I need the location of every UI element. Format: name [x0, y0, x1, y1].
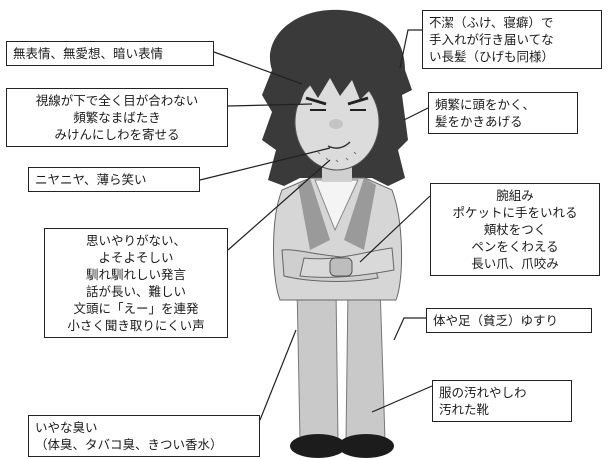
leader-speech	[227, 159, 331, 251]
mouth	[327, 141, 351, 149]
leader-gaze	[227, 103, 313, 107]
leg-right	[345, 284, 386, 441]
nose	[329, 119, 343, 129]
label-gaze: 視線が下で全く目が合わない 頻繁なまばたき みけんにしわを寄せる	[6, 88, 228, 147]
label-scratch: 頻繁に頭をかく、 髪をかきあげる	[428, 92, 578, 134]
leader-expression	[213, 51, 303, 85]
leader-smirk	[199, 147, 331, 181]
stubble	[317, 151, 357, 163]
hand-left	[329, 257, 353, 277]
leader-hair	[399, 29, 422, 69]
leader-scratch	[403, 107, 429, 121]
leader-clothes	[371, 385, 433, 413]
leg-left	[296, 284, 339, 441]
shoe-right	[338, 434, 394, 458]
label-hair: 不潔（ふけ、寝癖）で 手入れが行き届いてな い長髪（ひげも同様）	[422, 10, 602, 69]
hair-bangs	[289, 38, 386, 112]
label-smell: いやな臭い （体臭、タバコ臭、きつい香水）	[28, 415, 260, 457]
lapel-left	[298, 178, 330, 250]
label-expression: 無表情、無愛想、暗い表情	[6, 41, 214, 66]
label-speech: 思いやりがない、 よそよそしい 馴れ馴れしい発言 話が長い、難しい 文頭に「えー…	[44, 228, 228, 338]
eyebrow-left	[305, 96, 327, 106]
label-clothes: 服の汚れやしわ 汚れた靴	[432, 380, 572, 422]
leader-smell	[259, 329, 297, 421]
label-fidget: 体や足（貧乏）ゆすり	[426, 308, 592, 333]
eyebrow-right	[347, 96, 369, 106]
lapel-right	[344, 178, 376, 250]
shoe-left	[290, 434, 346, 458]
leader-habits	[359, 195, 431, 263]
leader-fidget	[393, 317, 426, 341]
label-smirk: ニヤニヤ、薄ら笑い	[28, 167, 200, 192]
label-habits: 腕組み ポケットに手をいれる 頬杖をつく ペンをくわえる 長い爪、爪咬み	[430, 183, 600, 276]
